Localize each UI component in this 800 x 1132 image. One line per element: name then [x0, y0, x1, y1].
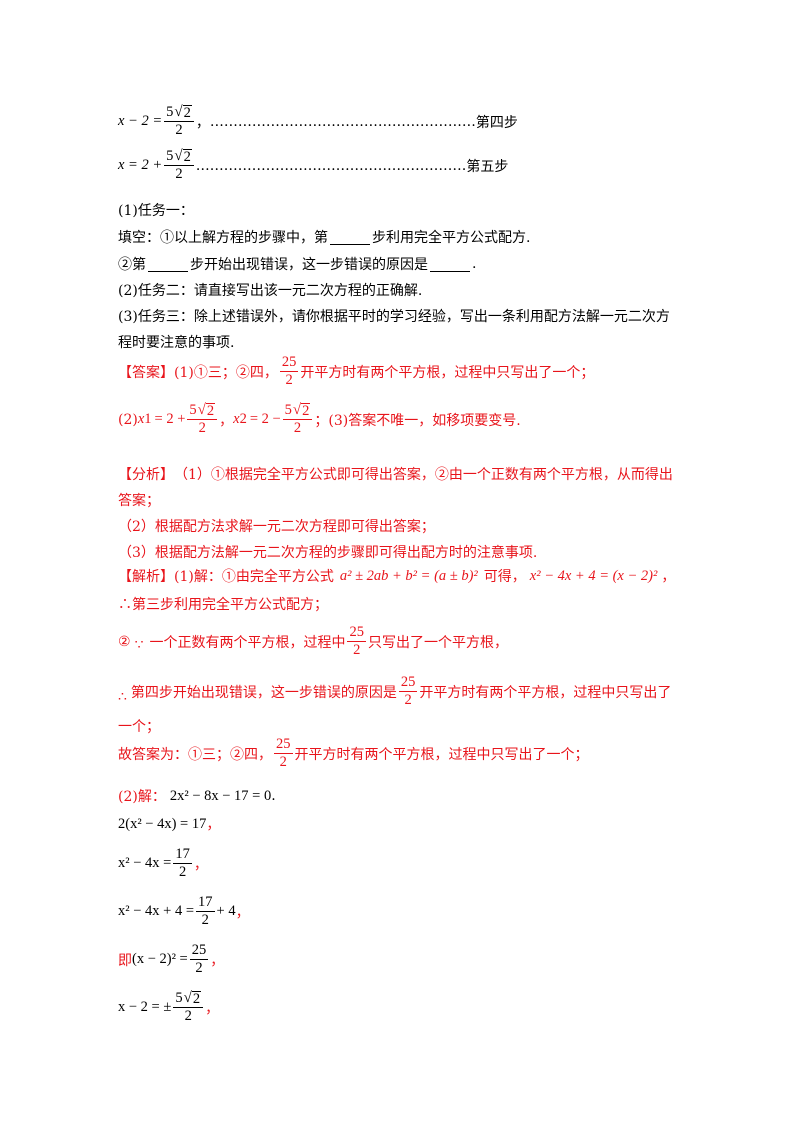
x1-fraction: 5√2 2	[187, 402, 218, 437]
step-four-dots: …………………………………………………	[209, 113, 476, 130]
task-one-title: (1)任务一：	[118, 203, 194, 219]
answer-label: 【答案】	[118, 364, 174, 381]
task-one-fill: 填空：①以上解方程的步骤中，第 步利用完全平方公式配方.	[118, 230, 531, 246]
step-five-fraction: 5√2 2	[164, 148, 194, 183]
equation-squared-form: 即 (x − 2)² = 25 2 ，	[118, 942, 225, 976]
fraction-25-2-a: 25 2	[347, 624, 366, 658]
solution-summary: 故答案为：①三；②四， 25 2 开平方时有两个平方根，过程中只写出了一个；	[118, 736, 589, 770]
blank-one	[330, 230, 370, 245]
equation-complete-square: x² − 4x + 4 = 17 2 + 4 ，	[118, 894, 250, 928]
blank-three	[430, 257, 470, 272]
task-three-line1: (3)任务三：除上述错误外，请你根据平时的学习经验，写出一条利用配方法解一元二次…	[118, 309, 670, 325]
solution-line-two: ② ∵ 一个正数有两个平方根，过程中 25 2 只写出了一个平方根，	[118, 624, 508, 658]
task-three-line2: 程时要注意的事项.	[118, 335, 235, 351]
step-four-lhs: x − 2 =	[118, 113, 163, 129]
blank-two	[148, 257, 188, 272]
step-four-line: x − 2 = 5√2 2 ， ………………………………………………… 第四步	[118, 104, 518, 139]
square-formula-applied: x² − 4x + 4 = (x − 2)²	[529, 567, 658, 584]
x2-fraction: 5√2 2	[282, 402, 313, 437]
step-four-fraction: 5√2 2	[164, 104, 194, 139]
fraction-25-2-c: 25 2	[274, 736, 293, 770]
step-five-dots: …………………………………………………	[200, 157, 467, 174]
solution-line-three: ∴ 第四步开始出现错误，这一步错误的原因是 25 2 开平方时有两个平方根，过程…	[118, 674, 672, 708]
analysis-line4: （3）根据配方法解一元二次方程的步骤即可得出配方时的注意事项.	[118, 545, 538, 561]
analysis-label: 【分析】	[118, 467, 174, 483]
task-one-q2: ②第 步开始出现错误，这一步错误的原因是 .	[118, 256, 477, 273]
because-symbol: ∵	[134, 636, 144, 653]
square-formula: a² ± 2ab + b² = (a ± b)²	[339, 567, 478, 584]
step-five-label: 第五步	[466, 158, 509, 175]
equation-original: 2x² − 8x − 17 = 0	[169, 787, 272, 804]
solution-label: 【解析】	[118, 569, 174, 585]
therefore-symbol: ∴	[118, 688, 127, 705]
analysis-line3: （2）根据配方法求解一元二次方程即可得出答案；	[118, 519, 435, 535]
step-five-line: x = 2 + 5√2 2 . ………………………………………………… 第五步	[118, 148, 509, 183]
analysis-line2: 答案；	[118, 493, 160, 509]
step-four-label: 第四步	[475, 114, 518, 131]
answer-line1: 【答案】 (1)①三；②四， 25 2 开平方时有两个平方根，过程中只写出了一个…	[118, 354, 595, 388]
therefore-step-three: ∴第三步利用完全平方公式配方；	[118, 597, 328, 613]
analysis-line1: 【分析】 （1）①根据完全平方公式即可得出答案，②由一个正数有两个平方根，从而得…	[118, 464, 673, 484]
task-two: (2)任务二：请直接写出该一元二次方程的正确解.	[118, 283, 423, 299]
step-five-lhs: x = 2 +	[118, 157, 163, 173]
equation-square-root: x − 2 = ± 5√2 2 ，	[118, 990, 220, 1024]
solution-line1: 【解析】 (1)解：①由完全平方公式 a² ± 2ab + b² = (a ± …	[118, 567, 676, 586]
equation-divided: x² − 4x = 17 2 ，	[118, 846, 208, 880]
fraction-25-2-b: 25 2	[398, 674, 418, 708]
answer-fraction: 25 2	[279, 354, 299, 388]
equation-factored: 2(x² − 4x) = 17 ，	[118, 815, 221, 834]
solution-line-three-cont: 一个；	[118, 719, 160, 735]
part-two-line: (2)解： 2x² − 8x − 17 = 0 .	[118, 787, 276, 806]
